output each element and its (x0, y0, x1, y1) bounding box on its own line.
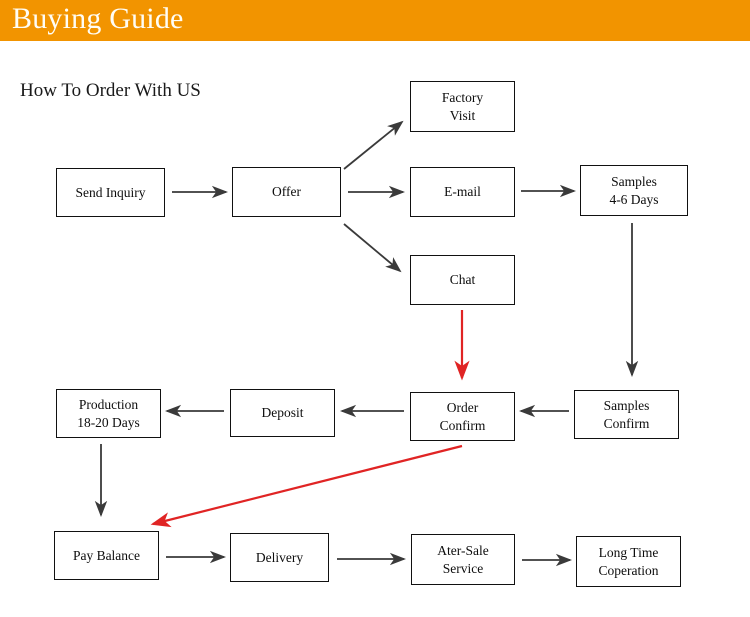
flow-node-label: Chat (449, 272, 476, 287)
flow-node-label: Ater-Sale Service (437, 542, 489, 576)
flow-edge-e-order-paybal-red (150, 444, 463, 528)
flow-node-deposit[interactable]: Deposit (230, 389, 335, 437)
flow-edge-e-offer-chat (343, 223, 402, 273)
flow-edge-e-offer-factory (343, 120, 404, 170)
flow-node-label: E-mail (444, 184, 481, 199)
flow-node-after-sale[interactable]: Ater-Sale Service (411, 534, 515, 585)
flow-node-label: Long Time Coperation (598, 544, 659, 578)
flow-node-samples-confirm[interactable]: Samples Confirm (574, 390, 679, 439)
flow-node-label: Deposit (261, 405, 304, 420)
flow-node-label: Factory Visit (441, 89, 484, 123)
flow-node-production[interactable]: Production 18-20 Days (56, 389, 161, 438)
flow-node-samples-days[interactable]: Samples 4-6 Days (580, 165, 688, 216)
flow-node-label: Send Inquiry (75, 184, 146, 200)
flow-node-label: Delivery (255, 549, 304, 565)
flow-node-label: Offer (272, 184, 301, 199)
flow-node-delivery[interactable]: Delivery (230, 533, 329, 582)
flow-node-offer[interactable]: Offer (232, 167, 341, 217)
flow-node-label: Production 18-20 Days (77, 396, 140, 430)
section-heading: How To Order With US (20, 80, 201, 101)
flow-node-email[interactable]: E-mail (410, 167, 515, 217)
page-header-band: Buying Guide (0, 0, 750, 41)
flow-node-pay-balance[interactable]: Pay Balance (54, 531, 159, 580)
page-title: Buying Guide (12, 2, 184, 35)
flow-node-chat[interactable]: Chat (410, 255, 515, 305)
flow-node-label: Pay Balance (72, 547, 141, 563)
flow-node-long-time[interactable]: Long Time Coperation (576, 536, 681, 587)
flow-node-label: Samples 4-6 Days (609, 173, 659, 207)
flow-node-label: Order Confirm (439, 399, 486, 433)
flow-node-send-inquiry[interactable]: Send Inquiry (56, 168, 165, 217)
flow-node-factory-visit[interactable]: Factory Visit (410, 81, 515, 132)
flow-node-order-confirm[interactable]: Order Confirm (410, 392, 515, 441)
flow-node-label: Samples Confirm (603, 397, 650, 431)
